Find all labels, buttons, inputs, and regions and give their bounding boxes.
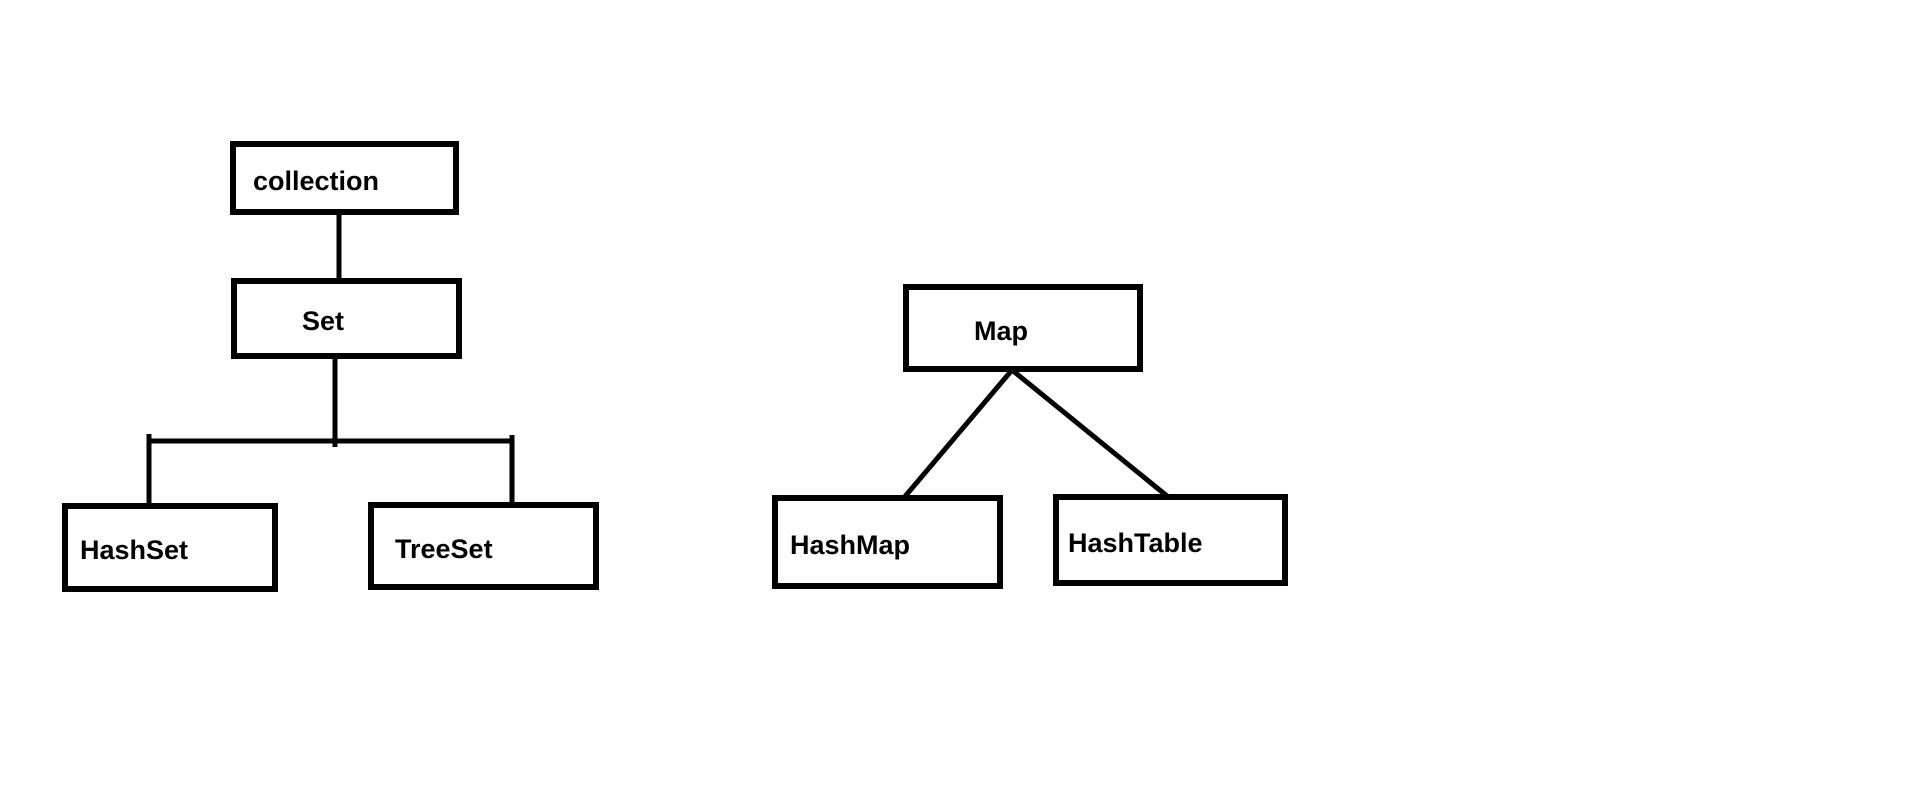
node-hashtable: HashTable: [1053, 494, 1288, 586]
node-set: Set: [231, 278, 462, 359]
node-collection-label: collection: [253, 165, 380, 196]
node-collection: collection: [230, 141, 459, 215]
node-treeset: TreeSet: [368, 502, 599, 590]
node-hashmap: HashMap: [772, 495, 1003, 589]
node-set-label: Set: [302, 306, 345, 336]
node-hashtable-label: HashTable: [1068, 527, 1203, 558]
node-hashset: HashSet: [62, 503, 278, 592]
node-map-label: Map: [974, 315, 1028, 346]
edge-map-hashtable: [1010, 368, 1169, 498]
node-hashmap-label: HashMap: [790, 529, 911, 560]
node-treeset-label: TreeSet: [395, 533, 493, 564]
edge-map-hashmap: [900, 368, 1014, 502]
node-map: Map: [903, 284, 1143, 372]
node-hashset-label: HashSet: [80, 535, 189, 565]
